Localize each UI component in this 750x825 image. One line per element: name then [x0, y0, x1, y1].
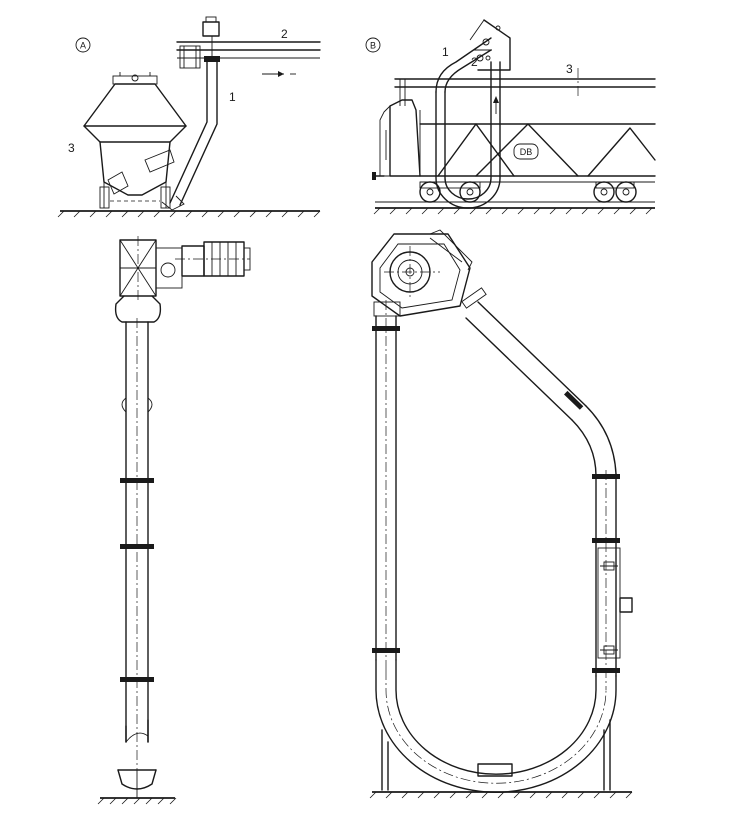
panel-c-inlet-hopper: [117, 769, 157, 798]
panel-c-flange: [120, 677, 154, 682]
panel-d-return-tube: [465, 301, 620, 690]
panel-b-overhead-rail: [394, 68, 656, 106]
panel-a-callout-1: 1: [229, 90, 236, 104]
panel-c-head-joint: [114, 295, 162, 323]
panel-b-hopper-wagon: DB: [372, 96, 656, 203]
panel-b-ground: [373, 201, 655, 215]
panel-d-ground: [369, 791, 633, 799]
panel-d-tensioner: [597, 547, 633, 659]
panel-a-ground: [57, 210, 321, 218]
panel-d-flange: [372, 326, 400, 331]
panel-b-callout-3: 3: [566, 62, 573, 76]
panel-d-left-tube: [372, 300, 400, 670]
panel-d-drive-head: [371, 229, 487, 317]
panel-c-vertical-tube: [120, 318, 154, 770]
panel-c-drive-head: [119, 236, 183, 300]
panel-d-flange: [372, 648, 400, 653]
panel-a-overhead-rail: [176, 41, 321, 77]
panel-a-silo-loading-view: A: [57, 16, 321, 218]
panel-d-supports: [381, 719, 611, 791]
panel-a-callout-3: 3: [68, 141, 75, 155]
panel-c-motor: [175, 241, 251, 277]
panel-b-callout-2: 2: [471, 55, 478, 69]
panel-a-marker: A: [80, 41, 86, 51]
panel-d-loop-conveyor-elevation: [369, 229, 633, 799]
panel-c-vertical-conveyor-elevation: [97, 236, 251, 805]
panel-d-u-bend: [375, 659, 617, 793]
panel-c-flange: [120, 544, 154, 549]
panel-a-callout-2: 2: [281, 27, 288, 41]
panel-d-flange: [564, 390, 584, 410]
panel-d-flange: [592, 668, 620, 673]
panel-b-marker: B: [370, 41, 376, 51]
panel-d-inlet: [477, 763, 513, 777]
panel-a-marker-circle: [75, 37, 91, 53]
panel-a-tube-conveyor: [161, 16, 220, 211]
panel-d-flange: [592, 538, 620, 543]
panel-c-flange: [120, 478, 154, 483]
panel-b-callout-1: 1: [442, 45, 449, 59]
panel-b-tube-conveyor: [435, 19, 511, 209]
panel-b-rail-wagon-view: B: [365, 19, 656, 215]
panel-b-wagon-mark: DB: [520, 147, 533, 157]
panel-c-ground: [97, 797, 177, 805]
panel-b-marker-circle: [365, 37, 381, 53]
panel-a-silo: [83, 72, 187, 209]
